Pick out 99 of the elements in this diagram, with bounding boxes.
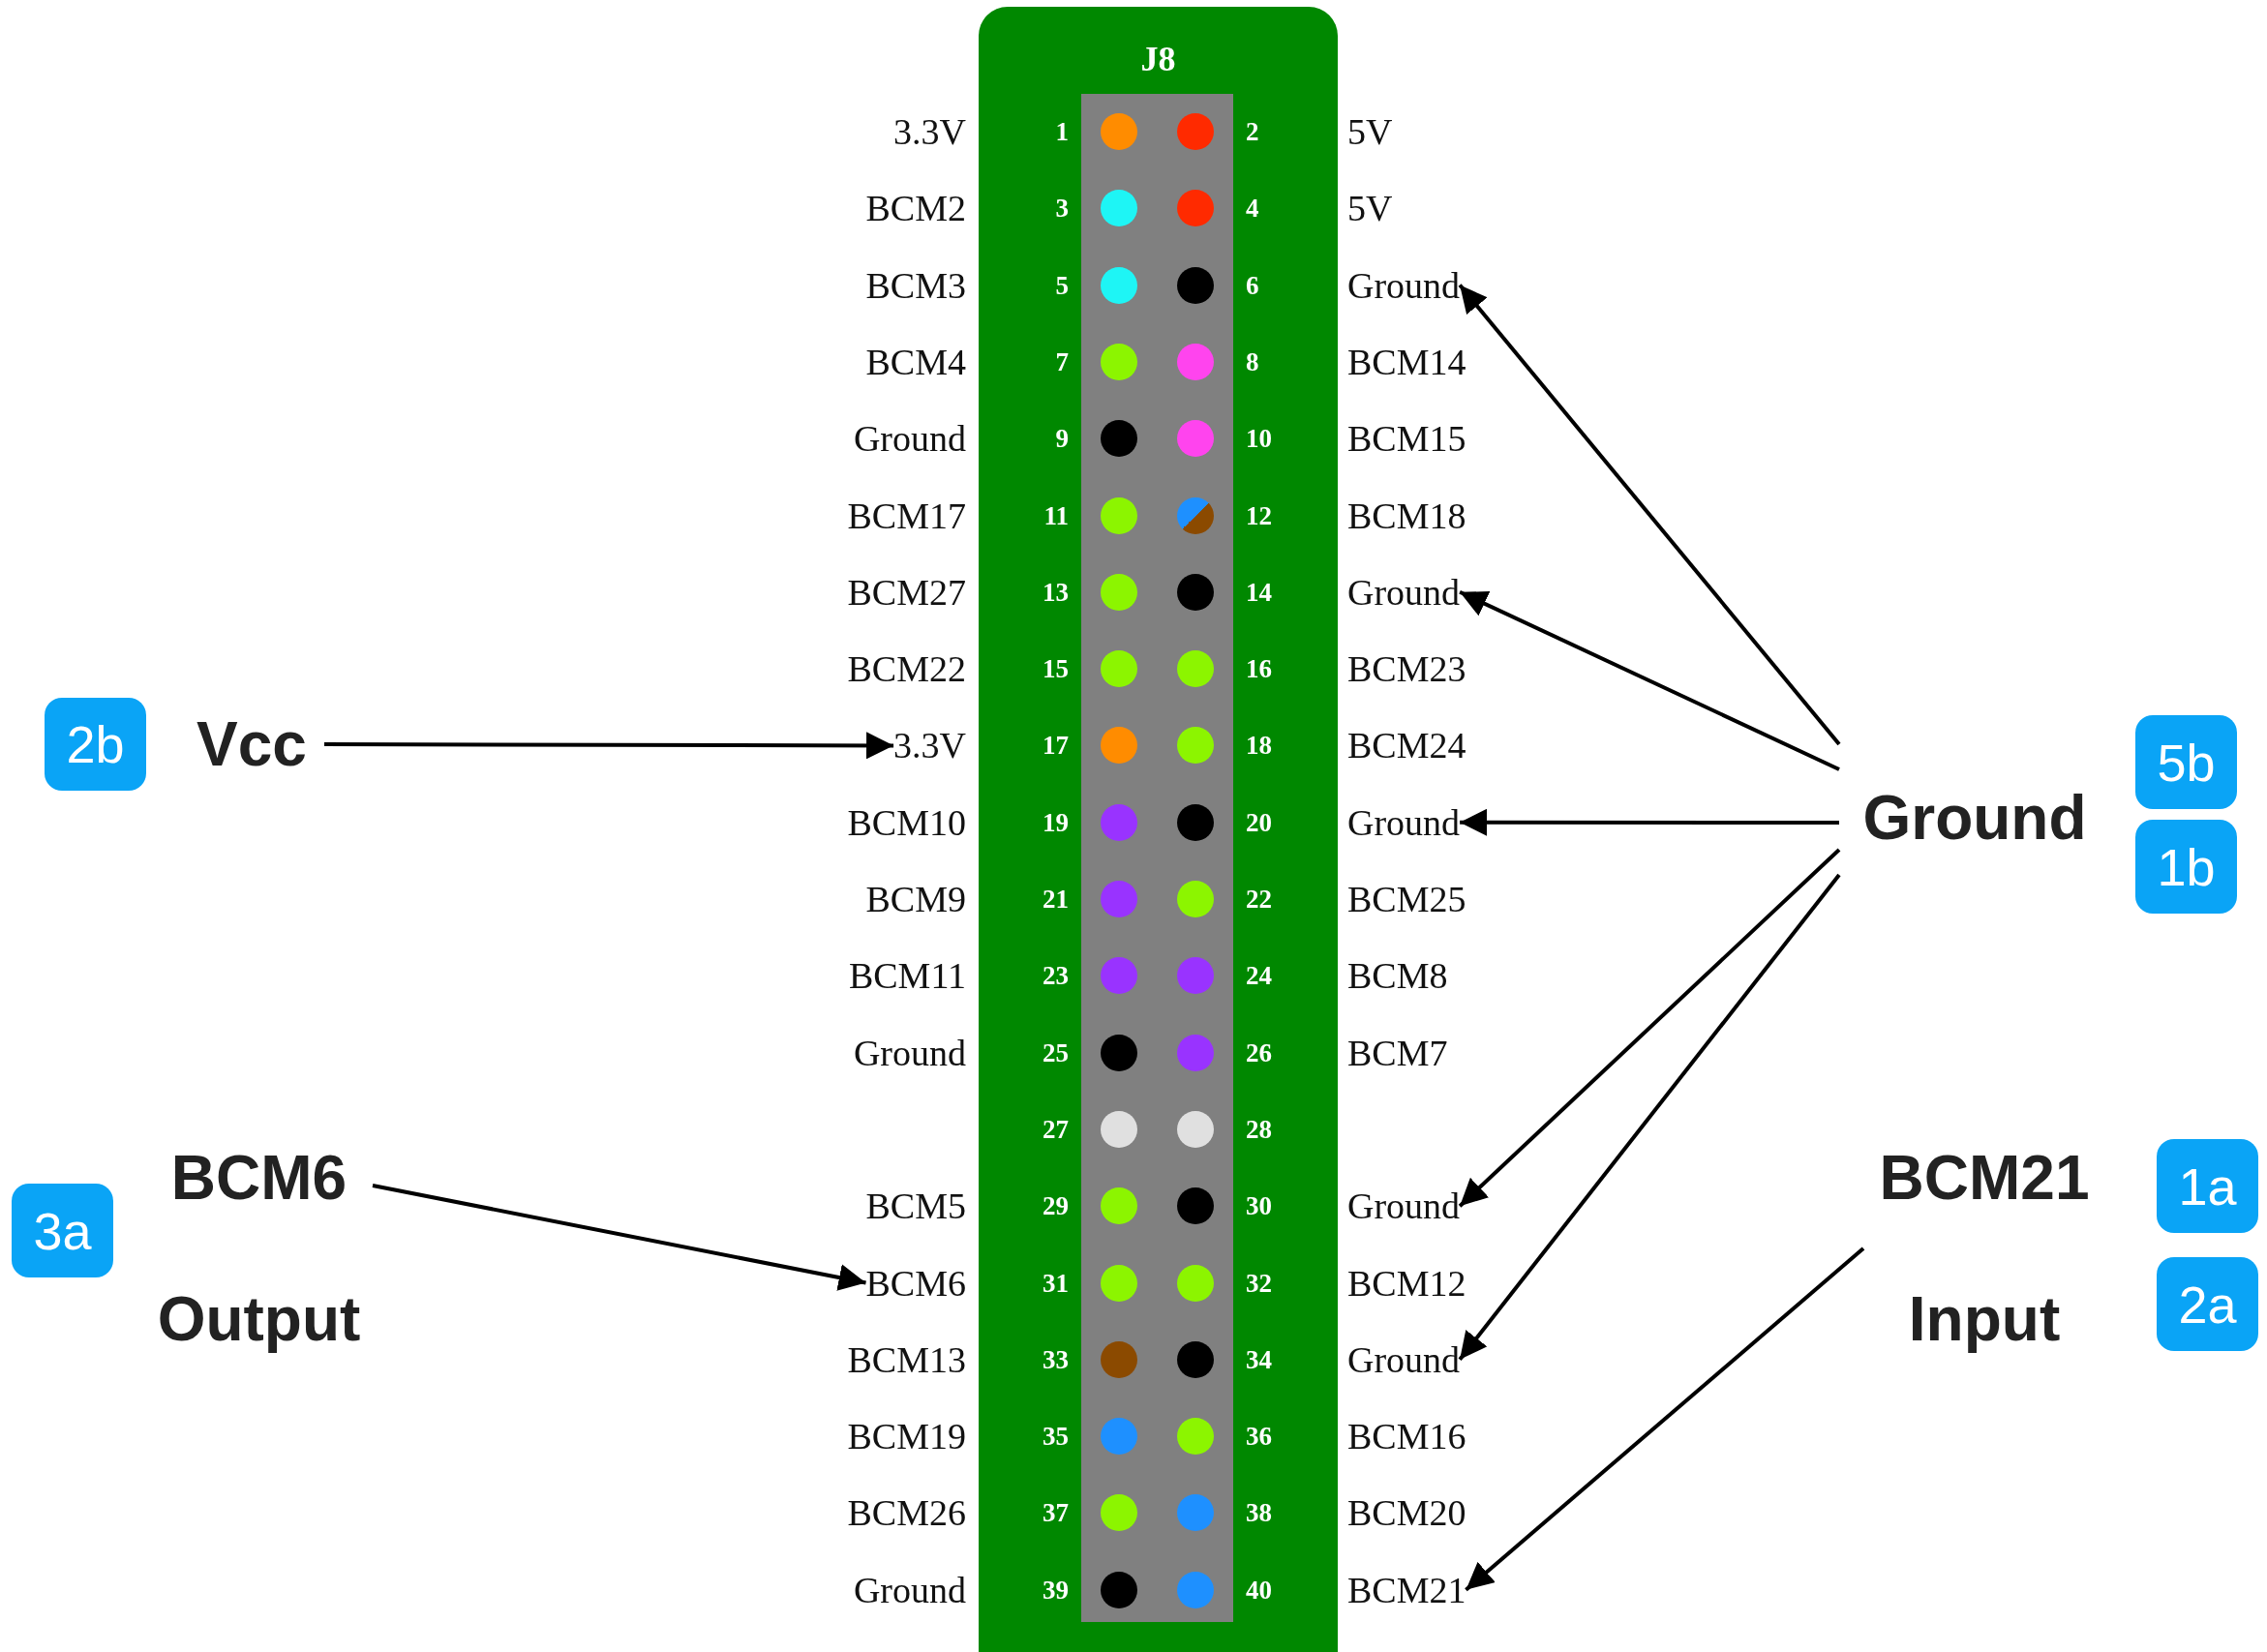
pin-number: 30 (1246, 1190, 1272, 1222)
pin-label: Ground (853, 1031, 966, 1074)
arrow (1459, 590, 1840, 771)
pin-label: BCM4 (865, 340, 966, 383)
pin-label: BCM9 (865, 878, 966, 920)
callout-number: 1b (2135, 820, 2237, 914)
pin-number: 11 (1043, 499, 1069, 531)
pin-label: BCM15 (1347, 417, 1466, 461)
arrow (1458, 873, 1841, 1362)
pin-label: 5V (1347, 110, 1393, 153)
arrow (1460, 808, 1839, 836)
pin-number: 15 (1043, 653, 1069, 685)
pin-number: 26 (1246, 1036, 1272, 1068)
pin-label: Ground (1347, 1337, 1461, 1381)
pin-label: BCM14 (1347, 340, 1466, 383)
pin-number: 22 (1246, 884, 1272, 915)
pin-label: BCM3 (865, 263, 966, 307)
arrow (1458, 284, 1841, 746)
pin-number: 27 (1043, 1113, 1069, 1145)
pin-label: BCM21 (1347, 1568, 1466, 1611)
arrow (1465, 1247, 1865, 1592)
pin-label: BCM8 (1347, 954, 1448, 998)
pin-label: BCM18 (1347, 494, 1466, 537)
pin-number: 17 (1043, 730, 1069, 762)
pin-label: Ground (853, 1568, 966, 1611)
pin-number: 24 (1246, 960, 1272, 992)
pin-number: 37 (1043, 1497, 1069, 1529)
arrow (372, 1184, 866, 1291)
pin-label: BCM24 (1347, 724, 1466, 767)
pin-label: 5V (1347, 187, 1393, 230)
callout-text: Input (1908, 1283, 2061, 1355)
pin-label: Ground (1347, 1185, 1461, 1228)
pin-number: 18 (1246, 730, 1272, 762)
arrow (1458, 848, 1841, 1208)
pin-number: 25 (1043, 1036, 1069, 1068)
pin-number: 13 (1043, 576, 1069, 608)
arrow (324, 732, 894, 760)
pin-number: 20 (1246, 806, 1272, 838)
pin-label: BCM19 (847, 1415, 966, 1458)
callout-text: Output (157, 1283, 361, 1355)
pin-label: BCM12 (1347, 1261, 1466, 1305)
pin-label: 3.3V (893, 724, 966, 767)
callout-number: 5b (2135, 715, 2237, 809)
pin-label: Ground (1347, 800, 1461, 844)
pin-label: BCM2 (865, 187, 966, 230)
pin-label: BCM13 (847, 1337, 966, 1381)
pin-number: 9 (1055, 423, 1069, 455)
pin-number: 39 (1043, 1574, 1069, 1606)
callout-number: 3a (12, 1184, 113, 1277)
pin-label: Ground (853, 417, 966, 461)
pin-number: 31 (1043, 1267, 1069, 1299)
callout-text: BCM6 (170, 1142, 348, 1214)
pin-number: 16 (1246, 653, 1272, 685)
callout-number: 2a (2157, 1257, 2258, 1351)
pin-label: BCM16 (1347, 1415, 1466, 1458)
callout-text: BCM21 (1879, 1142, 2090, 1214)
header-title: J8 (1139, 40, 1177, 78)
callout-number: 2b (45, 698, 146, 791)
pin-number: 12 (1246, 499, 1272, 531)
pin-number: 34 (1246, 1343, 1272, 1375)
pin-number: 3 (1055, 193, 1069, 225)
pin-label: Ground (1347, 570, 1461, 614)
pin-number: 2 (1246, 116, 1259, 147)
pin-number: 21 (1043, 884, 1069, 915)
pin-label: 3.3V (893, 110, 966, 153)
pin-number: 38 (1246, 1497, 1272, 1529)
pin-number: 28 (1246, 1113, 1272, 1145)
pin-number: 6 (1246, 269, 1259, 301)
pin-number: 4 (1246, 193, 1259, 225)
callout-number: 1a (2157, 1139, 2258, 1233)
pin-label: BCM6 (865, 1261, 966, 1305)
pin-number: 14 (1246, 576, 1272, 608)
pin-number: 40 (1246, 1574, 1272, 1606)
callout-text: Vcc (179, 708, 324, 780)
pin-label: BCM23 (1347, 647, 1466, 691)
pin-label: BCM7 (1347, 1031, 1448, 1074)
pin-label: BCM5 (865, 1185, 966, 1228)
pin-number: 8 (1246, 345, 1259, 377)
pin-number: 5 (1055, 269, 1069, 301)
pin-number: 23 (1043, 960, 1069, 992)
pin-number: 36 (1246, 1421, 1272, 1453)
pin-number: 35 (1043, 1421, 1069, 1453)
pin-number: 33 (1043, 1343, 1069, 1375)
pin-label: BCM11 (848, 954, 966, 998)
pin-label: Ground (1347, 263, 1461, 307)
callout-text: Ground (1839, 736, 2110, 900)
pin-number: 7 (1055, 345, 1069, 377)
pin-number: 1 (1055, 116, 1069, 147)
pin-number: 10 (1246, 423, 1272, 455)
pin-number: 32 (1246, 1267, 1272, 1299)
pin-label: BCM10 (847, 800, 966, 844)
pin-label: BCM17 (847, 494, 966, 537)
pin-label: BCM25 (1347, 878, 1466, 920)
pin-label: BCM20 (1347, 1491, 1466, 1535)
pin-label: BCM27 (847, 570, 966, 614)
pin-label: BCM26 (847, 1491, 966, 1535)
pin-label: BCM22 (847, 647, 966, 691)
pin-number: 29 (1043, 1190, 1069, 1222)
pin-number: 19 (1043, 806, 1069, 838)
